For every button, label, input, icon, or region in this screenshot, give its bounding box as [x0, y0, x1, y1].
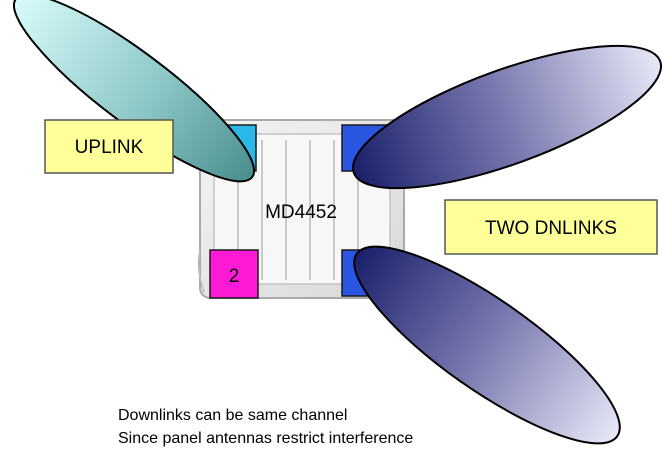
uplink-callout-label: UPLINK [75, 137, 144, 158]
uplink-callout: UPLINK [44, 119, 174, 174]
downlink-beam-upper [351, 44, 663, 190]
downlinks-callout-label: TWO DNLINKS [485, 218, 617, 239]
uplink-beam [12, 0, 256, 183]
port-2-label: 2 [229, 266, 240, 287]
downlinks-callout: TWO DNLINKS [444, 199, 658, 255]
device-model-label: MD4452 [265, 202, 337, 223]
port-2: 2 [209, 249, 259, 299]
note-line-2: Since panel antennas restrict interferen… [118, 430, 413, 447]
note-line-1: Downlinks can be same channel [118, 407, 347, 424]
downlink-beam-lower [353, 245, 621, 445]
